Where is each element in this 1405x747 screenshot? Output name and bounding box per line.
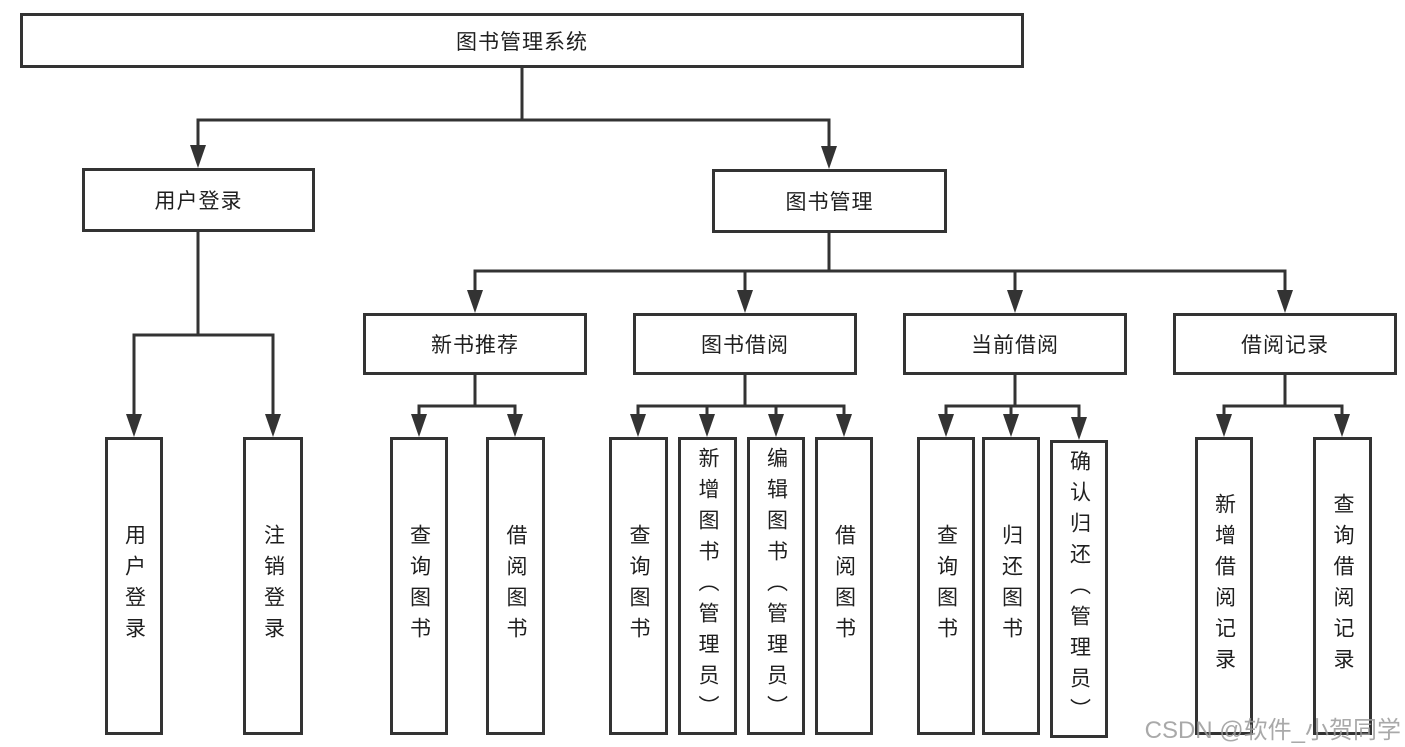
node-label-br-add-record: 新增借阅记录 (1212, 493, 1236, 679)
node-user-login: 用户登录 (82, 168, 315, 232)
node-label-cb-query-books: 查询图书 (934, 524, 958, 648)
arrowhead-icon (1334, 414, 1350, 437)
node-label-login: 用户登录 (122, 524, 146, 648)
node-label-bb-query-books: 查询图书 (627, 524, 650, 648)
node-bb-borrow-books: 借阅图书 (815, 437, 873, 735)
node-label-user-login: 用户登录 (154, 190, 243, 213)
node-label-book-borrow: 图书借阅 (701, 334, 789, 357)
node-cb-query-books: 查询图书 (917, 437, 975, 735)
node-cb-confirm-return-admin: 确认归还（管理员） (1050, 440, 1108, 738)
node-nb-borrow-books: 借阅图书 (486, 437, 545, 735)
node-label-logout: 注销登录 (261, 524, 285, 648)
node-br-query-record: 查询借阅记录 (1313, 437, 1372, 735)
arrowhead-icon (1216, 414, 1232, 437)
arrowhead-icon (411, 414, 427, 437)
arrowhead-icon (630, 414, 646, 437)
node-label-bb-add-books-admin: 新增图书（管理员） (696, 446, 719, 726)
node-label-new-book-recommend: 新书推荐 (431, 334, 519, 357)
node-login: 用户登录 (105, 437, 163, 735)
arrowhead-icon (190, 145, 206, 168)
node-book-management: 图书管理 (712, 169, 947, 233)
node-current-borrow: 当前借阅 (903, 313, 1127, 375)
node-label-cb-return-books: 归还图书 (999, 524, 1023, 648)
arrowhead-icon (768, 414, 784, 437)
node-nb-query-books: 查询图书 (390, 437, 448, 735)
node-label-borrow-records: 借阅记录 (1241, 334, 1329, 357)
arrowhead-icon (265, 414, 281, 437)
arrowhead-icon (126, 414, 142, 437)
node-cb-return-books: 归还图书 (982, 437, 1040, 735)
node-br-add-record: 新增借阅记录 (1195, 437, 1253, 735)
node-label-cb-confirm-return-admin: 确认归还（管理员） (1067, 449, 1091, 729)
arrowhead-icon (836, 414, 852, 437)
node-label-bb-edit-books-admin: 编辑图书（管理员） (764, 446, 788, 726)
node-label-book-management: 图书管理 (785, 191, 874, 214)
arrowhead-icon (467, 290, 483, 313)
arrowhead-icon (507, 414, 523, 437)
arrowhead-icon (1003, 414, 1019, 437)
node-label-nb-borrow-books: 借阅图书 (504, 524, 527, 648)
node-bb-edit-books-admin: 编辑图书（管理员） (747, 437, 805, 735)
node-borrow-records: 借阅记录 (1173, 313, 1397, 375)
node-bb-add-books-admin: 新增图书（管理员） (678, 437, 737, 735)
node-label-nb-query-books: 查询图书 (407, 524, 431, 648)
node-bb-query-books: 查询图书 (609, 437, 668, 735)
node-label-br-query-record: 查询借阅记录 (1331, 493, 1354, 679)
arrowhead-icon (737, 290, 753, 313)
arrowhead-icon (699, 414, 715, 437)
node-root: 图书管理系统 (20, 13, 1024, 68)
arrowhead-icon (938, 414, 954, 437)
arrowhead-icon (821, 146, 837, 169)
node-label-root: 图书管理系统 (456, 30, 588, 54)
node-label-current-borrow: 当前借阅 (971, 334, 1059, 357)
node-new-book-recommend: 新书推荐 (363, 313, 587, 375)
node-book-borrow: 图书借阅 (633, 313, 857, 375)
arrowhead-icon (1277, 290, 1293, 313)
node-label-bb-borrow-books: 借阅图书 (832, 524, 856, 648)
arrowhead-icon (1007, 290, 1023, 313)
node-logout: 注销登录 (243, 437, 303, 735)
arrowhead-icon (1071, 417, 1087, 440)
